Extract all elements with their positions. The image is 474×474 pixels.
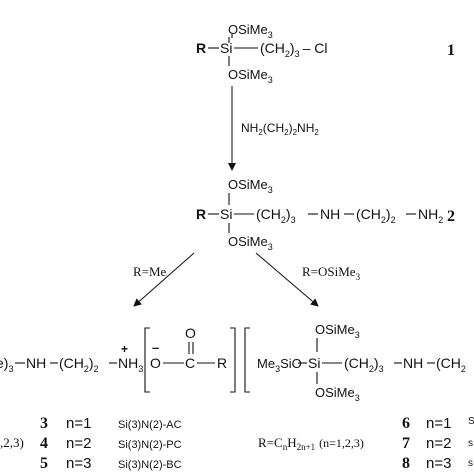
salt-right-nh: NH [403, 355, 423, 371]
product-n-3: n=1 [66, 415, 91, 432]
salt-left-chain-start: e)3 [0, 355, 13, 374]
salt-right-top-substituent: OSiMe3 [315, 322, 360, 340]
product-n-8: n=3 [426, 455, 451, 472]
product-n-5: n=3 [66, 455, 91, 472]
branch-arrow-right [255, 252, 319, 307]
salt-right-chain2: (CH2 [436, 355, 466, 374]
salt-right: OSiMe3 Me3SiO Si (CH2)3 NH (CH2 OSiMe3 [244, 322, 466, 403]
carboxylate-bracket-right [230, 327, 236, 393]
c2-nh: NH [320, 206, 340, 222]
products-left: ,2,3) 3 n=1 Si(3)N(2)-AC 4 n=2 Si(3)N(2)… [0, 415, 182, 472]
c2-nh2: NH2 [418, 206, 443, 225]
carboxylate-oxygen: O [150, 355, 161, 371]
product-number-8: 8 [402, 455, 410, 472]
carboxylate-r-group: R [217, 355, 227, 371]
product-n-6: n=1 [426, 415, 451, 432]
product-number-7: 7 [402, 435, 410, 452]
product-label-5: Si(3)N(2)-BC [118, 459, 182, 471]
c2-top-substituent: OSiMe3 [228, 177, 273, 195]
c1-chain: (CH2)3– Cl [260, 40, 328, 59]
product-label-6: S [468, 416, 474, 427]
carboxylate-minus-sign: – [152, 340, 159, 355]
salt-left-chain: (CH2)2 [59, 355, 99, 374]
c1-silicon: Si [220, 40, 232, 56]
product-n-7: n=2 [426, 435, 451, 452]
ammonium-plus-sign: + [121, 342, 128, 356]
carboxylate-carbon: C [185, 355, 195, 371]
salt-left: e)3 NH (CH2)2 NH3 + O – C O R [0, 325, 236, 393]
product-number-5: 5 [40, 455, 48, 472]
product-label-3: Si(3)N(2)-AC [118, 419, 182, 431]
product-number-3: 3 [40, 415, 48, 432]
compound-number-2: 2 [447, 208, 455, 225]
reagent-label: NH2(CH2)2NH2 [241, 121, 319, 137]
salt-right-chain: (CH2)3 [344, 355, 384, 374]
salt-right-bracket-left [244, 327, 250, 393]
compound-number-1: 1 [447, 42, 455, 59]
c2-r-group: R [196, 206, 206, 222]
branch-arrow-left [133, 252, 195, 307]
carbonyl-oxygen: O [185, 325, 196, 341]
carboxylate-bracket-left [144, 327, 150, 393]
c1-top-substituent: OSiMe3 [228, 22, 273, 40]
products-right: 6 n=1 S 7 n=2 s 8 n=3 s [402, 415, 474, 472]
c2-silicon: Si [220, 206, 232, 222]
c2-chain2: (CH2)2 [356, 206, 396, 225]
branch-left-label: R=Me [133, 264, 167, 279]
salt-left-nh3: NH3 [118, 355, 143, 374]
salt-right-bottom-substituent: OSiMe3 [315, 385, 360, 403]
product-label-8: s [468, 458, 473, 469]
c1-bottom-substituent: OSiMe3 [228, 67, 273, 85]
salt-left-nh: NH [26, 355, 46, 371]
product-label-7: s [468, 438, 473, 449]
product-number-4: 4 [40, 435, 48, 452]
compound-2: OSiMe3 R Si (CH2)3 NH (CH2)2 NH2 OSiMe3 … [196, 177, 455, 252]
salt-right-left-substituent: Me3SiO [257, 356, 302, 374]
c2-bottom-substituent: OSiMe3 [228, 234, 273, 252]
product-left-prefix: ,2,3) [0, 435, 24, 450]
r-definition: R=CnH2n+1(n=1,2,3) [258, 435, 364, 452]
product-number-6: 6 [402, 415, 410, 432]
product-label-4: Si(3)N(2)-PC [118, 439, 182, 451]
branch-right-label: R=OSiMe3 [302, 264, 361, 282]
c1-r-group: R [196, 40, 206, 56]
c2-chain: (CH2)3 [256, 206, 296, 225]
salt-right-silicon: Si [308, 355, 320, 371]
compound-1: OSiMe3 R Si (CH2)3– Cl OSiMe3 1 [196, 22, 455, 85]
product-n-4: n=2 [66, 435, 91, 452]
